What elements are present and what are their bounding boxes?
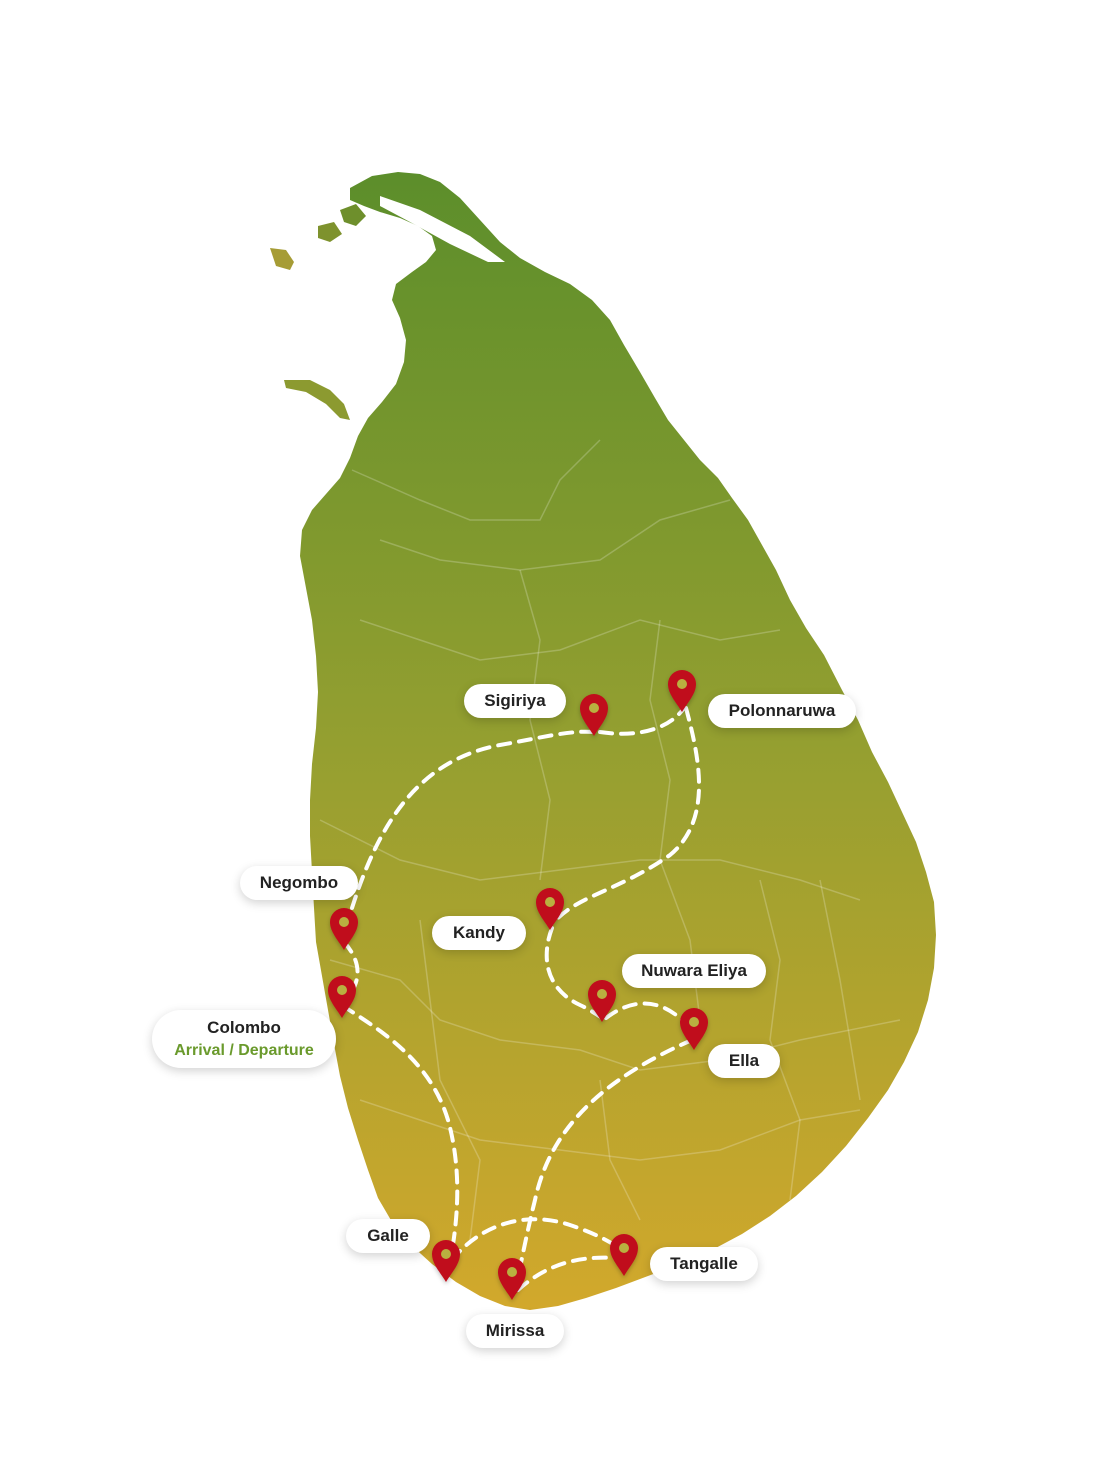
location-name: Ella: [728, 1051, 760, 1070]
label-polonnaruwa[interactable]: Polonnaruwa: [708, 694, 856, 728]
map-pin-icon[interactable]: [498, 1258, 526, 1300]
label-sigiriya[interactable]: Sigiriya: [464, 684, 566, 718]
map-pin-icon[interactable]: [680, 1008, 708, 1050]
location-name: Nuwara Eliya: [641, 961, 747, 980]
map-pin-icon[interactable]: [588, 980, 616, 1022]
location-name: Tangalle: [670, 1254, 738, 1273]
island-small-2: [318, 222, 342, 242]
location-name: Sigiriya: [484, 691, 546, 710]
kalpitiya-peninsula: [284, 380, 350, 420]
location-name: Polonnaruwa: [728, 701, 836, 720]
route-mirissa-tangalle: [516, 1255, 617, 1292]
label-ella[interactable]: Ella: [708, 1044, 780, 1078]
route-colombo-galle: [341, 1004, 460, 1264]
label-negombo[interactable]: Negombo: [240, 866, 358, 900]
map-pin-icon[interactable]: [330, 908, 358, 950]
location-name: Colombo: [207, 1018, 281, 1037]
location-name: Mirissa: [485, 1321, 545, 1340]
route-sigiriya-polonnaruwa: [598, 706, 686, 736]
route-negombo-colombo: [342, 940, 360, 1004]
location-name: Kandy: [453, 923, 505, 942]
route-ella-mirissa: [513, 1038, 694, 1292]
label-colombo[interactable]: Colombo Arrival / Departure: [152, 1010, 336, 1068]
district-boundaries: [319, 439, 901, 1241]
island-small-1: [270, 248, 294, 270]
map-pin-icon[interactable]: [668, 670, 696, 712]
map-pin-icon[interactable]: [328, 976, 356, 1018]
route-nuwara-eliya-ella: [604, 1001, 692, 1030]
route-galle-tangalle: [450, 1217, 624, 1262]
label-kandy[interactable]: Kandy: [432, 916, 526, 950]
map-pin-icon[interactable]: [610, 1234, 638, 1276]
location-subtitle: Arrival / Departure: [174, 1042, 314, 1059]
map-pin-icon[interactable]: [580, 694, 608, 736]
jaffna-lagoon: [380, 196, 505, 262]
route-negombo-sigiriya: [350, 729, 596, 910]
label-tangalle[interactable]: Tangalle: [650, 1247, 758, 1281]
location-name: Galle: [367, 1226, 409, 1245]
label-galle[interactable]: Galle: [346, 1219, 430, 1253]
island-small-3: [340, 204, 366, 226]
label-nuwara-eliya[interactable]: Nuwara Eliya: [622, 954, 766, 988]
island-landmass: [300, 172, 936, 1310]
route-polonnaruwa-kandy: [554, 706, 701, 922]
map-pin-icon[interactable]: [432, 1240, 460, 1282]
location-name: Negombo: [259, 873, 339, 892]
label-mirissa[interactable]: Mirissa: [466, 1314, 564, 1348]
map-pin-icon[interactable]: [536, 888, 564, 930]
